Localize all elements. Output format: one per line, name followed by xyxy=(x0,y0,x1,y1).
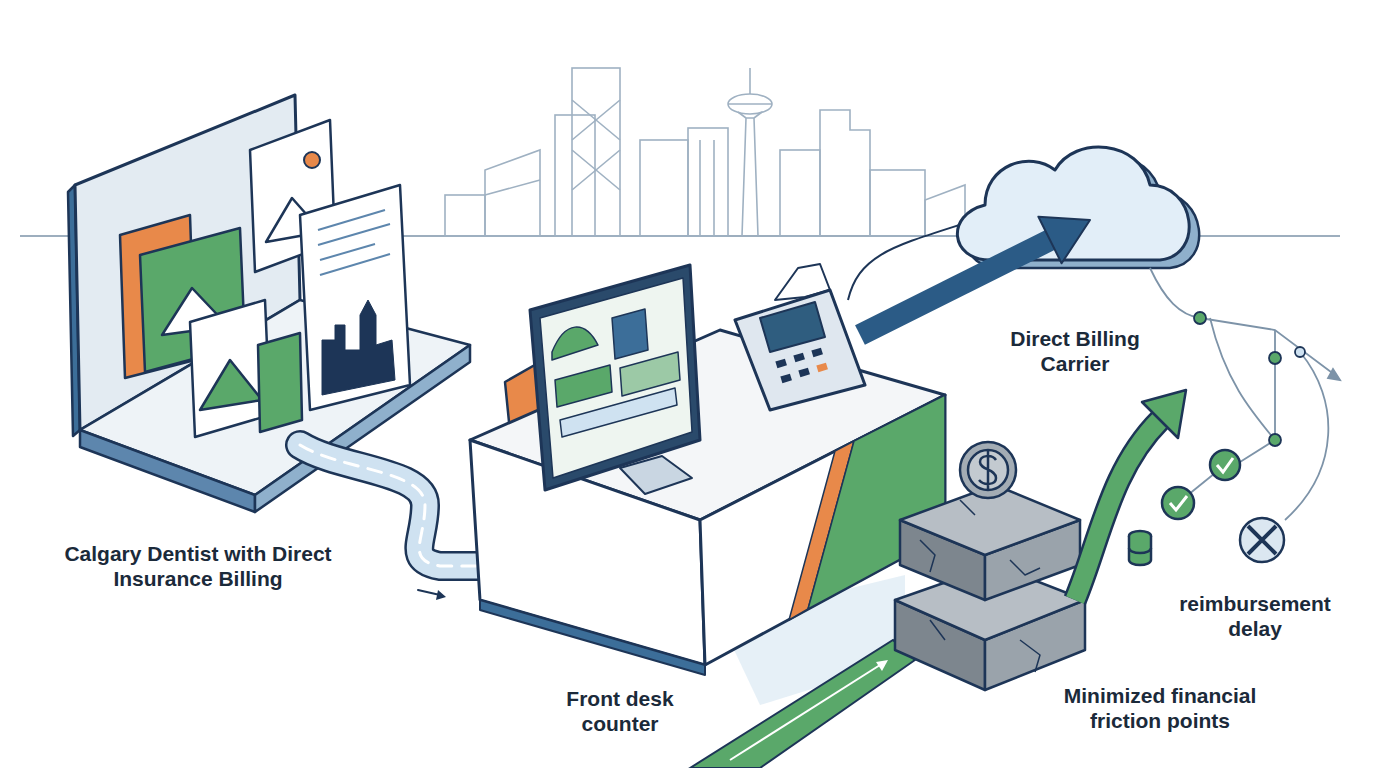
callout-label: Calgary Dentist with Direct Insurance Bi… xyxy=(48,540,348,592)
status-icons xyxy=(1129,450,1284,565)
callout-label: Front desk counter xyxy=(545,685,695,737)
friction-blocks xyxy=(895,442,1085,690)
rising-arrow xyxy=(1075,390,1186,600)
callout-label: reimbursement delay xyxy=(1160,590,1350,642)
callout-label: Minimized financial friction points xyxy=(1030,682,1290,734)
callout-label: Direct Billing Carrier xyxy=(985,325,1165,377)
file-holder xyxy=(68,95,470,512)
cloud xyxy=(860,147,1199,335)
